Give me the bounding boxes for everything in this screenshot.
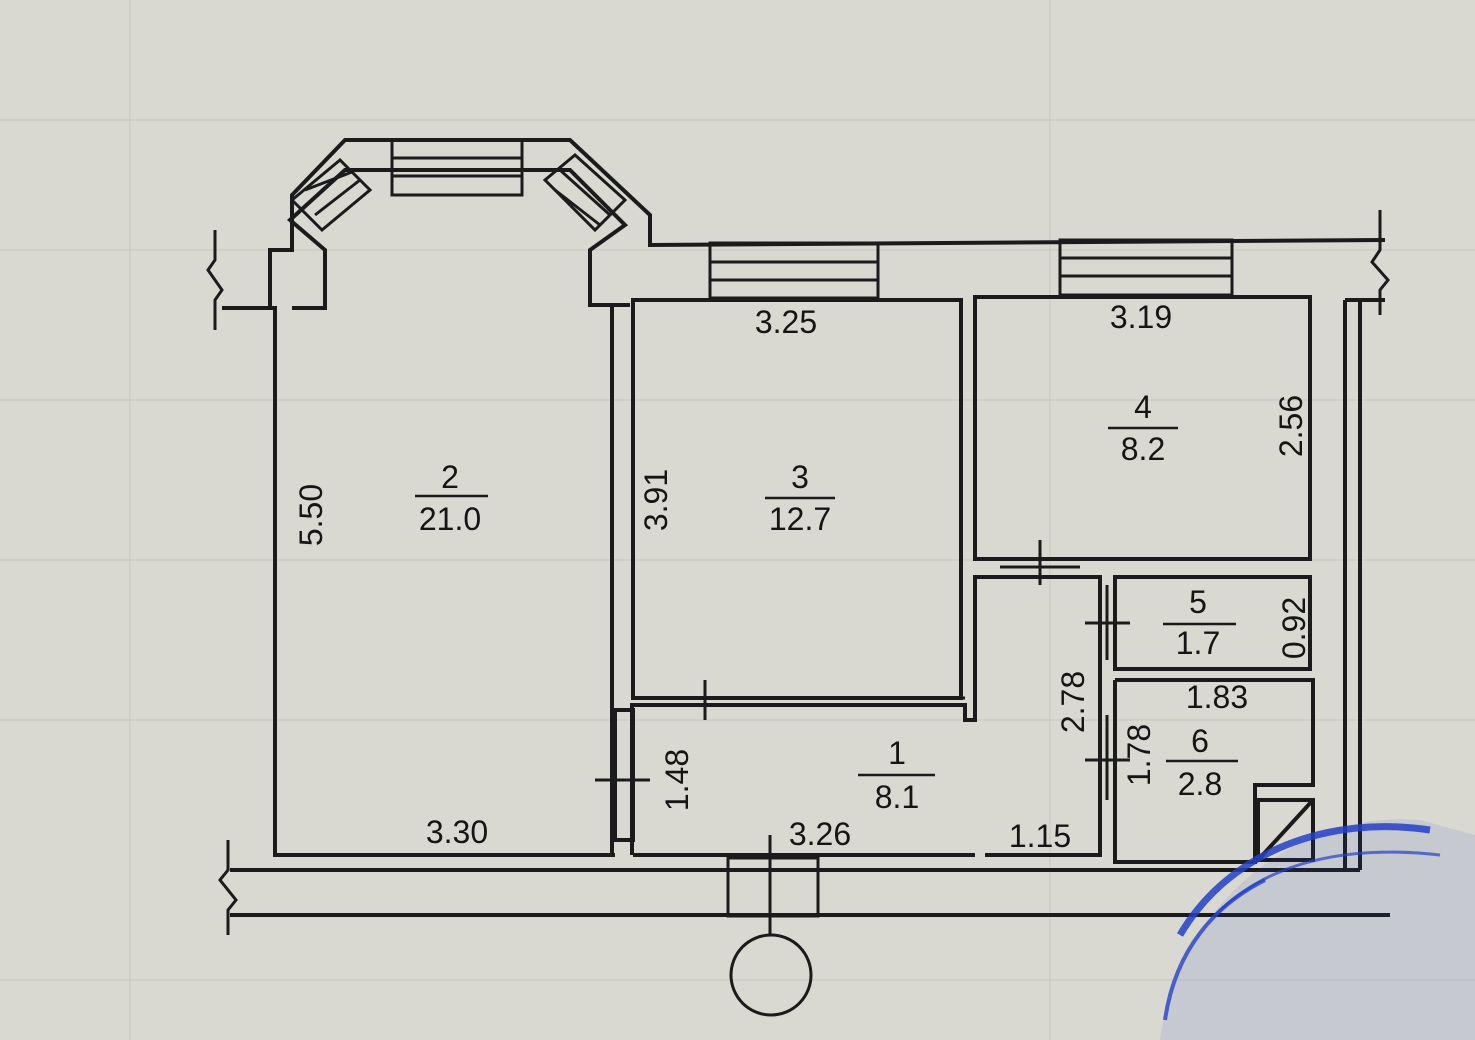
dim-hall-height: 1.48 <box>659 749 695 811</box>
dim-hall-bottom-right: 1.15 <box>1009 818 1071 854</box>
dim-room2-height: 5.50 <box>293 484 329 546</box>
room-5-number: 5 <box>1189 584 1207 620</box>
dim-room4-top: 3.19 <box>1110 299 1172 335</box>
dim-room5-height: 0.92 <box>1276 597 1312 659</box>
dim-room6-height: 1.78 <box>1121 724 1157 786</box>
top-windows <box>708 238 1234 300</box>
stamp-seal-icon <box>1160 819 1475 1040</box>
room-3-area: 12.7 <box>769 501 831 537</box>
room-2-area: 21.0 <box>419 501 481 537</box>
room-1-number: 1 <box>888 735 906 771</box>
bay-window <box>289 138 628 233</box>
north-marker-icon <box>729 933 813 1017</box>
room-6-number: 6 <box>1191 723 1209 759</box>
door-marks <box>595 540 1130 935</box>
fraction-bars <box>415 426 1238 777</box>
dim-room4-height: 2.56 <box>1273 395 1309 457</box>
dim-room6-top: 1.83 <box>1186 679 1248 715</box>
room-4-number: 4 <box>1134 389 1152 425</box>
dim-hall-bottom: 3.26 <box>789 816 851 852</box>
room-3-number: 3 <box>791 459 809 495</box>
dim-room3-top: 3.25 <box>755 304 817 340</box>
dim-corridor-height: 2.78 <box>1055 671 1091 733</box>
room-6-area: 2.8 <box>1178 766 1222 802</box>
interior-walls <box>610 295 1315 864</box>
room-1-area: 8.1 <box>875 779 919 815</box>
dim-room3-height: 3.91 <box>638 469 674 531</box>
room-5-area: 1.7 <box>1176 625 1220 661</box>
room-4-area: 8.2 <box>1121 431 1165 467</box>
dim-room2-width: 3.30 <box>426 814 488 850</box>
room-2-number: 2 <box>441 459 459 495</box>
break-marks <box>206 210 1390 935</box>
